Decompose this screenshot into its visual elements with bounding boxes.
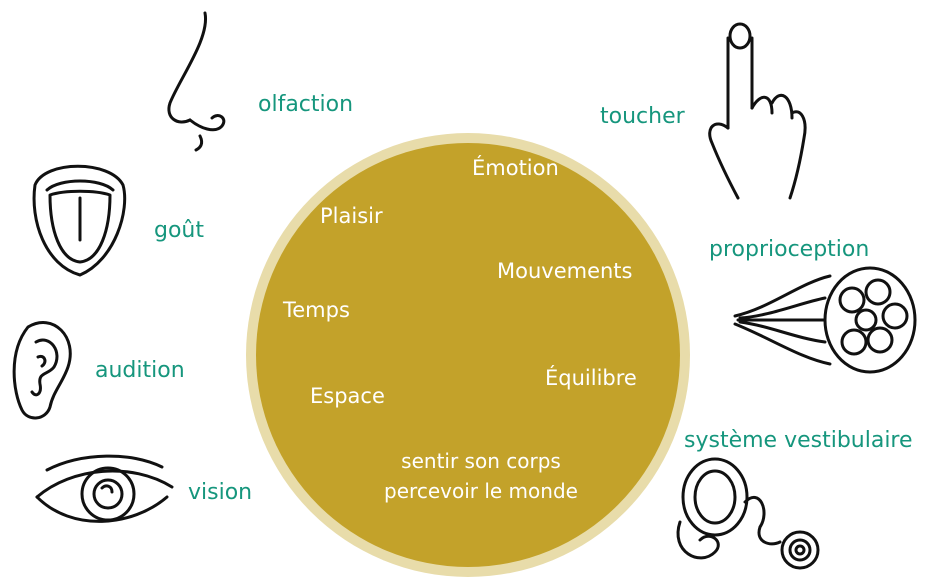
label-olfaction: olfaction <box>258 92 354 117</box>
center-line-2: percevoir le monde <box>384 479 578 503</box>
eye-icon <box>35 454 174 523</box>
inner-ear-icon <box>676 457 820 570</box>
ear-icon <box>12 321 72 420</box>
label-toucher: toucher <box>600 104 685 129</box>
finger-icon <box>708 22 807 200</box>
concept-emotion: Émotion <box>472 156 559 180</box>
concept-espace: Espace <box>310 384 385 408</box>
concept-temps: Temps <box>283 298 350 322</box>
center-line-1: sentir son corps <box>401 449 561 473</box>
nose-icon <box>167 11 226 152</box>
muscle-icon <box>733 266 917 374</box>
mouth-icon <box>32 164 127 277</box>
label-proprioception: proprioception <box>709 237 870 262</box>
concept-mouvements: Mouvements <box>497 259 633 283</box>
concept-equilibre: Équilibre <box>545 366 637 390</box>
concept-plaisir: Plaisir <box>320 204 383 228</box>
label-audition: audition <box>95 358 185 383</box>
label-vision: vision <box>188 480 253 505</box>
label-vestibulaire: système vestibulaire <box>684 428 913 453</box>
label-gout: goût <box>154 218 204 243</box>
center-caption: sentir son corps percevoir le monde <box>356 446 606 506</box>
